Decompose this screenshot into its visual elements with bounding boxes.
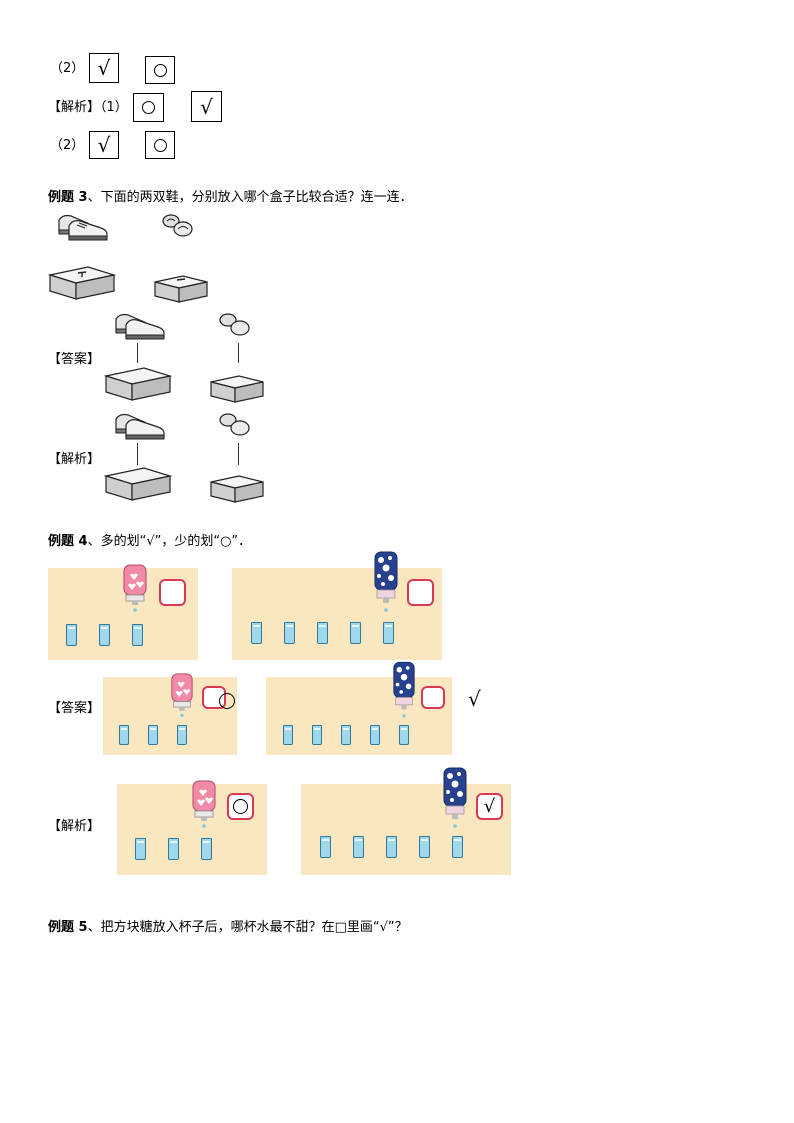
small-shoebox-icon [210, 375, 264, 403]
blue-bottle-icon [393, 661, 415, 718]
example5-prefix: 例题 5 [48, 920, 88, 935]
analysis-box-circle-1 [133, 93, 164, 122]
cup-icon [99, 624, 110, 646]
analysis-panel-three-cups [117, 780, 267, 875]
answer4-label: 【答案】 [48, 701, 101, 716]
small-shoebox-icon [210, 475, 264, 503]
answer-box[interactable] [227, 793, 254, 820]
cup-icon [353, 836, 364, 858]
pink-bottle-icon [171, 673, 193, 718]
cup-icon [201, 838, 212, 860]
big-shoebox-icon [103, 467, 173, 501]
big-shoebox-icon [47, 266, 117, 300]
slippers-icon [219, 413, 250, 436]
cup-icon [312, 725, 322, 745]
connect-line [238, 343, 239, 363]
example3-prefix: 例题 3 [48, 190, 88, 205]
outside-check-mark: √ [468, 687, 481, 711]
pink-bottle-icon [123, 564, 147, 612]
check-mark: √ [483, 795, 496, 817]
part2-label: （2） [50, 61, 85, 76]
cup-icon [177, 725, 187, 745]
cup-icon [370, 725, 380, 745]
cup-icon [341, 725, 351, 745]
cup-icon [119, 725, 129, 745]
cup-icon [320, 836, 331, 858]
analysis4-label: 【解析】 [48, 819, 101, 834]
cup-icon [317, 622, 328, 644]
analysis1-label: 【解析】（1） [48, 100, 128, 115]
slippers-icon [162, 214, 193, 237]
sneakers-icon [115, 413, 165, 440]
example5-question: 例题 5、把方块糖放入杯子后，哪杯水最不甜？在□里画“√”？ [48, 920, 408, 936]
answer-box-circle [145, 56, 175, 84]
answer-box[interactable] [421, 686, 445, 709]
panel-five-cups [232, 551, 442, 660]
connect-line [137, 443, 138, 465]
example4-question: 例题 4、多的划“√”，少的划“○”． [48, 534, 251, 550]
check-mark: √ [97, 56, 111, 80]
analysis-panel-five-cups: √ [301, 767, 511, 875]
circle-mark [219, 693, 235, 709]
cup-icon [350, 622, 361, 644]
circle-mark [142, 101, 155, 114]
analysis-part2-label: （2） [50, 138, 85, 153]
answer3-label: 【答案】 [48, 352, 101, 367]
cup-icon [251, 622, 262, 644]
answer-box[interactable]: √ [476, 793, 503, 820]
analysis-box-circle-2 [145, 131, 175, 159]
analysis3-label: 【解析】 [48, 452, 101, 467]
cup-icon [283, 725, 293, 745]
example4-prefix: 例题 4 [48, 534, 88, 549]
check-mark: √ [200, 94, 213, 119]
example4-text: 、多的划“√”，少的划“○”． [87, 534, 252, 549]
answer-panel-three-cups [103, 673, 237, 755]
analysis-box-check-1: √ [191, 91, 222, 122]
panel-three-cups [48, 564, 198, 660]
circle-mark [233, 799, 248, 814]
cup-icon [135, 838, 146, 860]
cup-icon [168, 838, 179, 860]
cup-icon [419, 836, 430, 858]
cup-icon [66, 624, 77, 646]
answer-box[interactable] [159, 579, 186, 606]
sneakers-icon [115, 313, 165, 340]
pink-bottle-icon [192, 780, 216, 828]
example3-text: 、下面的两双鞋，分别放入哪个盒子比较合适？连一连． [87, 190, 413, 205]
cup-icon [452, 836, 463, 858]
answer-panel-five-cups [266, 661, 452, 755]
connect-line [238, 443, 239, 465]
analysis-box-check-2: √ [89, 131, 119, 159]
check-mark: √ [97, 133, 111, 157]
connect-line [137, 343, 138, 363]
cup-icon [284, 622, 295, 644]
big-shoebox-icon [103, 367, 173, 401]
cup-icon [386, 836, 397, 858]
slippers-icon [219, 313, 250, 336]
blue-bottle-icon [443, 767, 467, 828]
circle-mark [153, 138, 167, 152]
blue-bottle-icon [374, 551, 398, 612]
cup-icon [399, 725, 409, 745]
cup-icon [132, 624, 143, 646]
cup-icon [148, 725, 158, 745]
example3-question: 例题 3、下面的两双鞋，分别放入哪个盒子比较合适？连一连． [48, 190, 413, 206]
sneakers-icon [58, 214, 108, 241]
cup-icon [383, 622, 394, 644]
circle-mark [153, 63, 167, 77]
answer-box[interactable] [407, 579, 434, 606]
answer-box-check: √ [89, 53, 119, 83]
small-shoebox-icon [154, 275, 208, 303]
example5-text: 、把方块糖放入杯子后，哪杯水最不甜？在□里画“√”？ [87, 920, 408, 935]
